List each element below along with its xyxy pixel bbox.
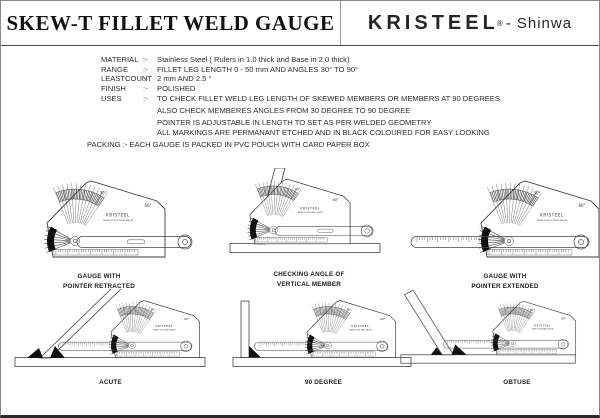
brand-logo-text: KRISTEEL (367, 11, 499, 34)
figure-90-degree: 90 DEGREE (231, 289, 416, 388)
spec-label: USES (101, 93, 122, 103)
gauge-drawing-retracted (29, 171, 204, 265)
gauge-drawing-extended (409, 171, 600, 265)
figure-caption: OBTUSE (503, 379, 531, 386)
spec-packing: PACKING :- EACH GAUGE IS PACKED IN PVC P… (87, 139, 370, 149)
base-plate (14, 357, 206, 367)
spec-label: RANGE (101, 64, 129, 74)
base-plate (232, 357, 412, 367)
spec-separator: :- (143, 55, 148, 64)
spec-block: MATERIAL :- Stainless Steel ( Rulers in 1.… (87, 55, 502, 149)
figure-caption: ACUTE (99, 379, 122, 386)
brand-logo: KRISTEEL®- Shinwa (341, 1, 599, 45)
header: SKEW-T FILLET WELD GAUGE KRISTEEL®- Shin… (1, 1, 599, 46)
base-plate (400, 354, 576, 364)
figure-acute: ACUTE (13, 286, 208, 388)
gauge-drawing-obtuse (400, 289, 579, 364)
spec-row-uses: USES :- TO CHECK FILLET WELD LEG LENGTH OF… (101, 94, 502, 104)
spec-label: FINISH (101, 84, 126, 94)
spec-separator: :- (143, 74, 148, 84)
registered-mark: ® (496, 18, 503, 28)
spec-uses-extra-1: ALSO CHECK MEMBERES ANGLES FROM 30 DEGRE… (157, 106, 411, 116)
figure-caption: CHECKING ANGLE OF VERTICAL MEMBER (273, 271, 345, 288)
weld-fillet-right (451, 344, 467, 355)
spec-row-finish: FINISH :- POLISHED (101, 84, 502, 94)
figure-caption: GAUGE WITH POINTER RETRACTED (63, 273, 135, 290)
figure-caption: 90 DEGREE (304, 379, 343, 386)
spec-separator: :- (143, 84, 148, 94)
title-cell: SKEW-T FILLET WELD GAUGE (1, 1, 341, 45)
spec-row-material: MATERIAL :- Stainless Steel ( Rulers in 1.… (101, 55, 502, 65)
spec-label: MATERIAL (101, 55, 139, 64)
gauge-drawing-90-degree (232, 289, 412, 367)
spec-value: FILLET LEG LENGTH 0 - 50 mm AND ANGLES 3… (157, 64, 359, 74)
figure-checking-angle: CHECKING ANGLE OF VERTICAL MEMBER (229, 167, 389, 290)
figure-caption: GAUGE WITH POINTER EXTENDED (471, 273, 539, 290)
gauge-drawing-checking-angle (229, 167, 381, 253)
spec-separator: :- (143, 93, 148, 103)
weld-fillet (249, 346, 261, 358)
weld-fillet-left (27, 348, 43, 358)
spec-row-range: RANGE :- FILLET LEG LENGTH 0 - 50 mm AND A… (101, 65, 502, 75)
spec-separator: :- (143, 64, 148, 74)
page-title: SKEW-T FILLET WELD GAUGE (6, 10, 335, 35)
weld-fillet-right (50, 346, 65, 358)
gauge-drawing-acute (14, 286, 206, 367)
spec-value: Stainless Steel ( Rulers in 1.0 thick an… (157, 55, 350, 64)
base-plate (229, 243, 381, 253)
brand-logo-suffix: - Shinwa (505, 14, 573, 32)
spec-value: TO CHECK FILLET WELD LEG LENGTH OF SKEWE… (157, 93, 503, 103)
figure-obtuse: OBTUSE (399, 287, 579, 388)
weld-fillet-left (430, 347, 443, 355)
spec-value: POLISHED (157, 84, 196, 94)
figure-pointer-retracted: GAUGE WITH POINTER RETRACTED (29, 171, 204, 292)
spec-row-leastcount: LEASTCOUNT:- 2 mm AND 2.5 ° (101, 74, 502, 84)
spec-uses-extra-2: POINTER IS ADJUSTABLE IN LENGTH TO SET A… (157, 118, 432, 128)
spec-uses-extra-3: ALL MARKINGS ARE PERMANANT ETCHED AND IN… (157, 127, 490, 137)
figure-pointer-extended: GAUGE WITH POINTER EXTENDED (409, 171, 600, 292)
spec-label: LEASTCOUNT (101, 74, 153, 84)
obtuse-member (404, 289, 455, 356)
vertical-member (240, 300, 250, 358)
spec-value: 2 mm AND 2.5 ° (157, 74, 212, 84)
